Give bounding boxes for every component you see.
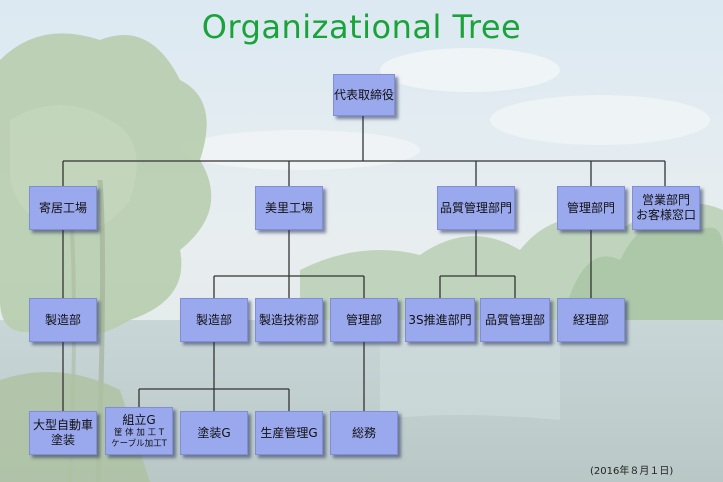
node-sales-division-label-2: お客様窓口 <box>635 208 696 222</box>
node-admin-division: 管理部門 <box>557 186 625 230</box>
node-ceo-label: 代表取締役 <box>334 87 395 102</box>
node-yorii-factory: 寄居工場 <box>29 186 97 230</box>
node-misato-manufacturing-label: 製造部 <box>195 312 232 327</box>
node-misato-admin: 管理部 <box>330 298 398 342</box>
node-yorii-manufacturing-label: 製造部 <box>44 312 81 327</box>
node-sales-division: 営業部門 お客様窓口 <box>632 186 700 230</box>
node-misato-factory-label: 美里工場 <box>264 200 313 215</box>
node-production-management-group-label: 生産管理G <box>260 425 318 440</box>
node-quality-control-label: 品質管理部 <box>484 312 545 327</box>
node-accounting: 経理部 <box>557 298 625 342</box>
node-manufacturing-technology-label: 製造技術部 <box>258 312 319 327</box>
node-large-vehicle-painting: 大型自動車 塗装 <box>29 411 97 455</box>
node-3s-promotion: 3S推進部門 <box>405 298 475 342</box>
node-painting-group-label: 塗装G <box>197 425 231 440</box>
node-assembly-group: 組立G 筐 体 加 工 T ケーブル加工T <box>105 407 173 455</box>
node-sales-division-label-1: 営業部門 <box>641 193 690 207</box>
node-assembly-sub-label-1: 筐 体 加 工 T <box>113 428 164 439</box>
node-manufacturing-technology: 製造技術部 <box>255 298 323 342</box>
node-misato-manufacturing: 製造部 <box>180 298 248 342</box>
page-title: Organizational Tree <box>201 8 522 46</box>
node-general-affairs: 総務 <box>330 411 398 455</box>
node-3s-promotion-label: 3S推進部門 <box>408 312 472 327</box>
node-production-management-group: 生産管理G <box>255 411 323 455</box>
node-large-vehicle-label-1: 大型自動車 <box>32 418 93 432</box>
node-assembly-group-label: 組立G <box>122 413 156 428</box>
node-large-vehicle-label-2: 塗装 <box>50 433 75 447</box>
node-qa-division: 品質管理部門 <box>437 186 515 230</box>
node-yorii-manufacturing: 製造部 <box>29 298 97 342</box>
node-accounting-label: 経理部 <box>572 312 609 327</box>
node-quality-control: 品質管理部 <box>480 298 550 342</box>
node-qa-division-label: 品質管理部門 <box>439 200 512 215</box>
node-misato-factory: 美里工場 <box>255 186 323 230</box>
node-general-affairs-label: 総務 <box>351 425 376 440</box>
node-admin-division-label: 管理部門 <box>566 200 615 215</box>
node-painting-group: 塗装G <box>180 411 248 455</box>
node-ceo: 代表取締役 <box>333 74 395 116</box>
date-note: (2016年８月１日) <box>590 466 674 477</box>
node-yorii-factory-label: 寄居工場 <box>38 200 87 215</box>
node-misato-admin-label: 管理部 <box>345 312 382 327</box>
node-assembly-sub-label-2: ケーブル加工T <box>111 438 167 449</box>
